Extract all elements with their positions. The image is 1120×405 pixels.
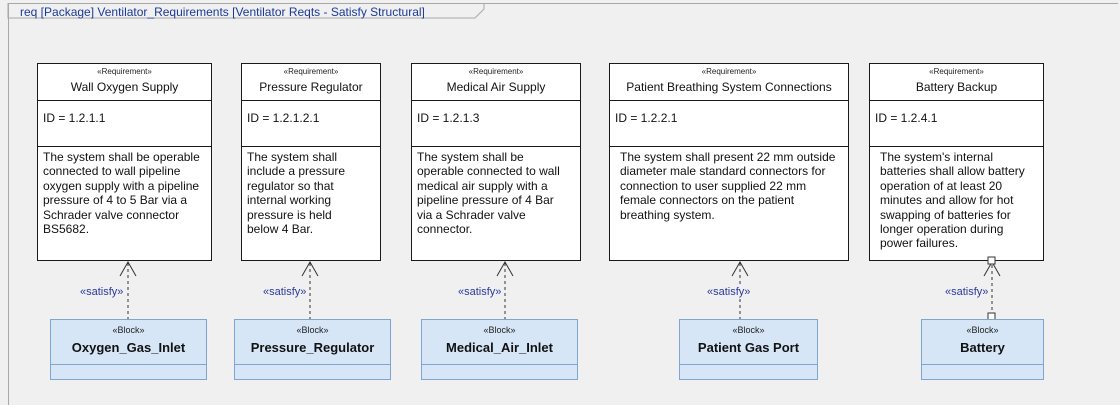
block-stereotype: «Block» [296,325,329,335]
block-header: «Block» Medical_Air_Inlet [422,320,577,365]
block-name: Patient Gas Port [697,340,800,355]
requirement-text: The system shall include a pressure regu… [247,150,346,237]
requirement-id: ID = 1.2.1.1 [38,101,211,147]
block-header: «Block» Patient Gas Port [680,320,817,365]
requirement-id: ID = 1.2.1.3 [412,101,580,147]
requirement-header: «Requirement» Patient Breathing System C… [610,64,848,101]
block-patient-gas-port[interactable]: «Block» Patient Gas Port [679,319,818,380]
requirement-name: Pressure Regulator [259,80,363,94]
requirement-id: ID = 1.2.2.1 [610,101,848,147]
satisfy-label[interactable]: «satisfy» [945,286,989,299]
block-name: Battery [960,340,1005,355]
requirement-stereotype: «Requirement» [701,67,757,76]
requirement-wall-oxygen-supply[interactable]: «Requirement» Wall Oxygen Supply ID = 1.… [37,63,212,261]
diagram-frame [8,3,1118,405]
diagram-title[interactable]: req [Package] Ventilator_Requirements [V… [20,5,425,19]
requirement-id: ID = 1.2.4.1 [870,101,1043,147]
requirement-stereotype: «Requirement» [97,67,152,76]
requirement-text: The system's internal batteries shall al… [880,150,1025,251]
block-stereotype: «Block» [966,325,999,335]
satisfy-label[interactable]: «satisfy» [80,286,124,299]
requirement-name: Medical Air Supply [446,80,546,94]
requirement-stereotype: «Requirement» [468,67,524,76]
requirement-id: ID = 1.2.1.2.1 [242,101,380,147]
requirement-header: «Requirement» Wall Oxygen Supply [38,64,211,101]
requirement-name: Patient Breathing System Connections [626,80,832,94]
requirement-text: The system shall present 22 mm outside d… [620,150,836,222]
block-medical-air-inlet[interactable]: «Block» Medical_Air_Inlet [421,319,578,380]
block-name: Medical_Air_Inlet [446,340,553,355]
requirement-patient-breathing-system-connections[interactable]: «Requirement» Patient Breathing System C… [609,63,849,261]
requirement-header: «Requirement» Battery Backup [870,64,1043,101]
satisfy-label[interactable]: «satisfy» [263,286,307,299]
satisfy-label[interactable]: «satisfy» [707,286,751,299]
block-battery[interactable]: «Block» Battery [921,319,1044,380]
requirement-text: The system shall be operable connected t… [43,150,200,237]
block-name: Pressure_Regulator [250,340,375,355]
block-stereotype: «Block» [112,325,145,335]
requirement-header: «Requirement» Medical Air Supply [412,64,580,101]
requirement-battery-backup[interactable]: «Requirement» Battery Backup ID = 1.2.4.… [869,63,1044,261]
requirement-header: «Requirement» Pressure Regulator [242,64,380,101]
block-header: «Block» Pressure_Regulator [235,320,390,365]
requirement-medical-air-supply[interactable]: «Requirement» Medical Air Supply ID = 1.… [411,63,581,261]
requirement-name: Wall Oxygen Supply [70,80,179,94]
requirement-pressure-regulator[interactable]: «Requirement» Pressure Regulator ID = 1.… [241,63,381,261]
requirement-stereotype: «Requirement» [283,67,339,76]
block-stereotype: «Block» [483,325,516,335]
block-header: «Block» Oxygen_Gas_Inlet [51,320,206,365]
requirement-stereotype: «Requirement» [929,67,984,76]
satisfy-label[interactable]: «satisfy» [458,286,502,299]
requirement-name: Battery Backup [915,80,998,94]
block-name: Oxygen_Gas_Inlet [71,340,186,355]
block-oxygen-gas-inlet[interactable]: «Block» Oxygen_Gas_Inlet [50,319,207,380]
block-header: «Block» Battery [922,320,1043,365]
requirement-text: The system shall be operable connected t… [417,150,560,237]
block-stereotype: «Block» [732,325,765,335]
block-pressure-regulator[interactable]: «Block» Pressure_Regulator [234,319,391,380]
